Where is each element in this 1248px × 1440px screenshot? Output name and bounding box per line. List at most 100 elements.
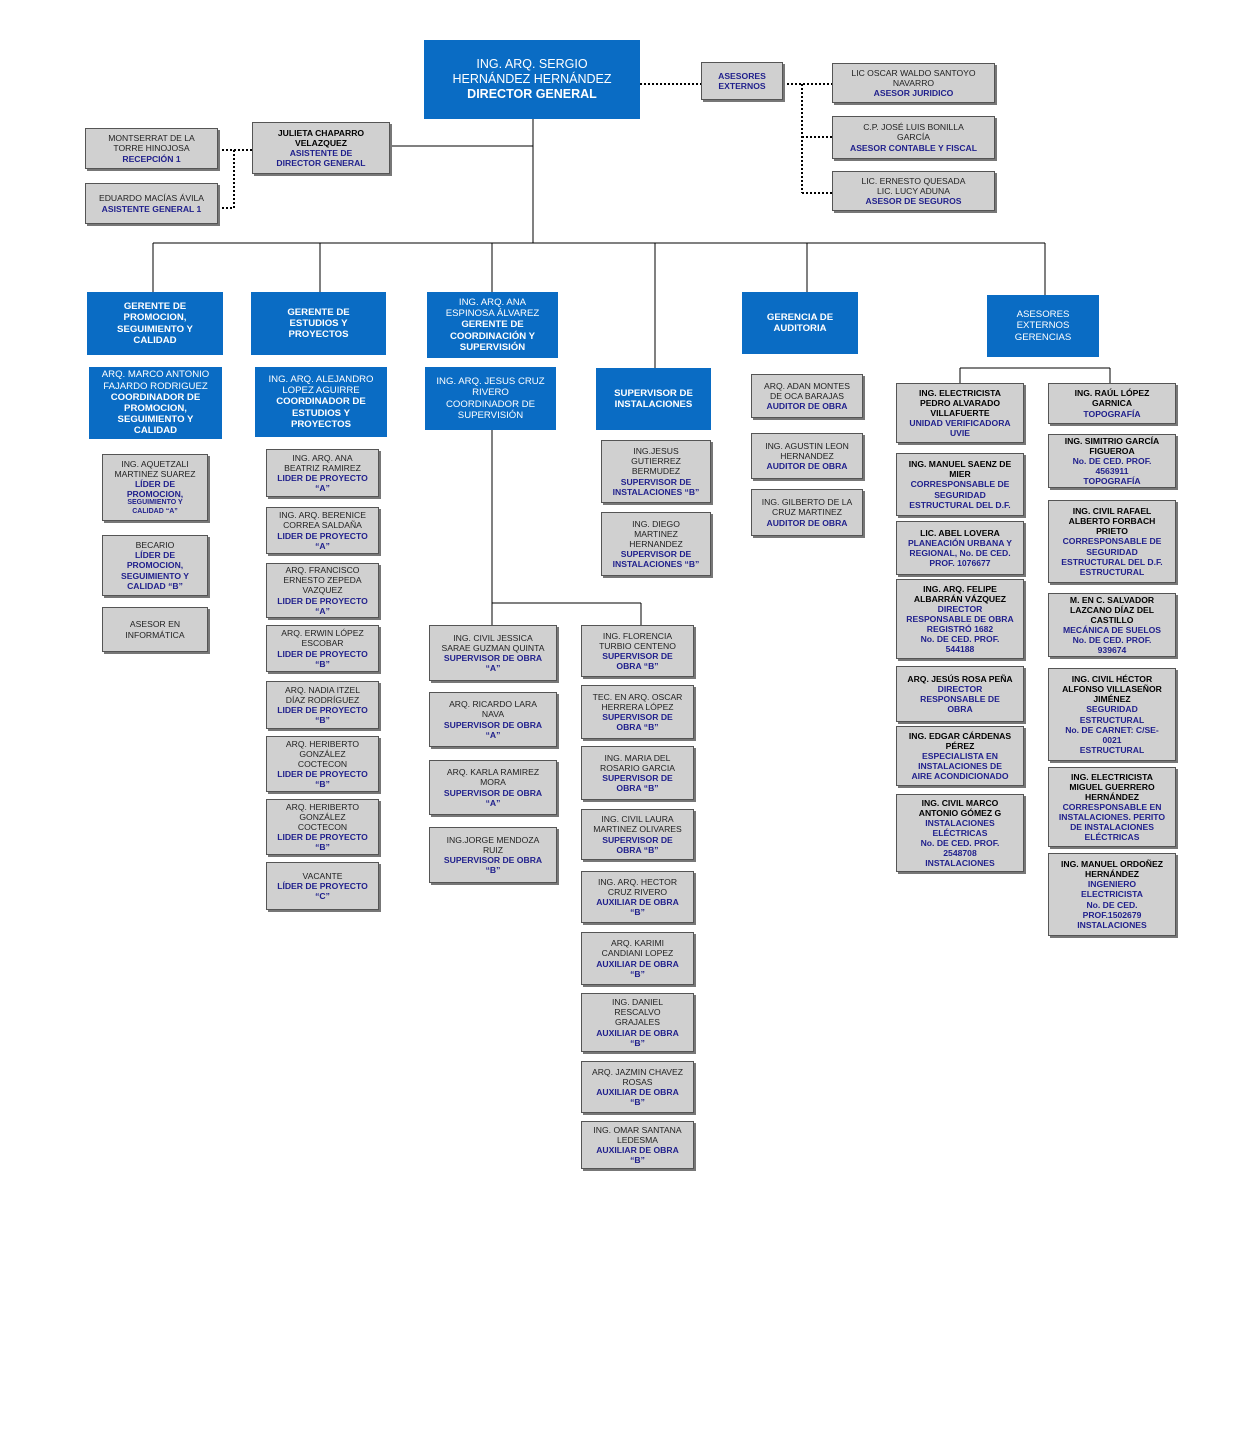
person-name: ING. CIVIL HÉCTOR [1071,674,1153,685]
person-name: LEDESMA [616,1134,659,1145]
person-name: MORA [480,777,506,788]
person-name: ALFONSO VILLASEÑOR [1062,684,1162,695]
person-role: UVIE [949,428,971,439]
person-name: MIGUEL GUERRERO [1069,781,1155,792]
person-name: ING. OMAR SANTANA [593,1124,682,1135]
person-name: HERNÁNDEZ [1085,869,1139,880]
person-role: LIDER DE PROYECTO [277,705,368,715]
col2-coord-role-3: PROYECTOS [290,418,352,430]
person-role: “B” [630,968,645,979]
person-name: ING. DANIEL [611,997,664,1008]
person-role: INSTALACIONES DE [918,761,1002,772]
person-name: ING. ELECTRICISTA [919,387,1001,398]
col3-coord-line-1: ING. ARQ. JESUS CRUZ [436,376,545,388]
person-role: OBRA “B” [616,661,659,672]
person-name: ING. MANUEL ORDOÑEZ [1060,859,1163,870]
person-role: ESTRUCTURAL [1079,714,1145,725]
legal-advisor-role: ASESOR JURIDICO [873,88,954,99]
person-name: ARQ. KARIMI [610,938,664,949]
person-name: ESCOBAR [301,638,344,649]
person-name: MARTINEZ [634,528,678,539]
col1-header-3: SEGUIMIENTO Y [117,323,193,335]
person-role: SUPERVISOR DE OBRA [443,787,543,798]
col1-it-line-1: ASESOR EN [129,619,181,630]
person-name: ING. SIMITRIO GARCÍA [1064,435,1160,446]
general-assistant-box: EDUARDO MACÍAS ÁVILA ASISTENTE GENERAL 1 [85,183,218,224]
person-role: ESPECIALISTA EN [922,750,998,761]
col1-intern-role-2: PROMOCION, [126,560,184,571]
person-role: SUPERVISOR DE [602,712,673,722]
person-role: 4563911 [1095,466,1129,477]
insurance-advisor-name-2: LIC. LUCY ADUNA [877,185,950,196]
person-role: “B” [630,1155,645,1166]
person-role: RESPONSABLE DE OBRA [906,613,1014,624]
person-name: SARAE GUZMAN QUINTA [441,642,545,653]
person-role: 0021 [1102,734,1122,745]
person-role: INSTALACIONES [925,858,995,869]
insurance-advisor-role: ASESOR DE SEGUROS [865,196,962,207]
person-name: VILLAFUERTE [930,407,990,418]
person-role: REGIONAL, No. DE CED. [909,548,1011,558]
person-role: ELÉCTRICAS [932,827,988,838]
person-name: COCTECON [297,758,348,769]
person-role: UNIDAD VERIFICADORA [909,418,1011,429]
solid-connectors [152,118,1111,625]
reception-name-2: TORRE HINOJOSA [113,143,190,154]
person-role: REGISTRÓ 1682 [926,624,994,635]
person-role: INSTALACIONES “B” [612,559,700,570]
director-name-line-2: HERNÁNDEZ HERNÁNDEZ [452,72,612,87]
person-name: ING.JORGE MENDOZA [446,834,540,845]
person-name: ARQ. ADAN MONTES [764,380,850,391]
person-name: ANTONIO GÓMEZ G [918,807,1002,818]
col1-leader-name-2: MARTINEZ SUAREZ [114,469,196,480]
person-name: GONZÁLEZ [299,748,346,759]
person-name: VAZQUEZ [302,585,343,596]
col3-header-name-2: ESPINOSA ÁLVAREZ [445,308,540,320]
person-role: SUPERVISOR DE [620,549,692,560]
person-name: CASTILLO [1090,614,1134,625]
person-role: LIDER DE PROYECTO [277,648,368,659]
insurance-advisor-name-1: LIC. ERNESTO QUESADA [861,175,966,186]
person-role: “B” [485,865,501,876]
it-advisor-box: ASESOR EN INFORMÁTICA [102,607,208,652]
person-role: OBRA “B” [616,844,659,855]
installations-supervisor-box: SUPERVISOR DE INSTALACIONES [596,368,711,430]
person-name: ING.JESUS [633,446,679,457]
col3-header-name-1: ING. ARQ. ANA [458,296,527,308]
person-name: ING. ARQ. HECTOR [597,876,678,887]
person-name: ING. RAÚL LÓPEZ [1074,388,1150,399]
person-name: TURBIO CENTENO [599,640,676,651]
col1-header-2: PROMOCION, [123,312,187,324]
col1-coord-name-2: FAJARDO RODRIGUEZ [103,380,208,392]
col1-intern-role-1: LÍDER DE [134,550,176,561]
person-role: AUDITOR DE OBRA [766,517,848,528]
person-role: “A” [315,483,330,494]
person-role: SUPERVISOR DE OBRA [443,719,543,730]
person-role: AUDITOR DE OBRA [766,461,848,472]
person-name: TEC. EN ARQ. OSCAR [592,691,683,702]
advisors-label-2: EXTERNOS [718,81,766,91]
person-role: SEGURIDAD [934,489,986,500]
person-role: DIRECTOR [937,603,983,614]
person-name: MARTINEZ OLIVARES [593,824,682,835]
assistant-role-1: ASISTENTE DE [289,148,353,158]
advisors-label-1: ASESORES [718,70,766,81]
col1-coord-name-1: ARQ. MARCO ANTONIO [101,369,210,381]
person-role: “B” [630,1037,645,1048]
person-name: ALBERTO FORBACH [1068,516,1156,527]
col3-header-role-3: SUPERVISIÓN [459,341,526,353]
person-role: LÍDER DE PROYECTO [277,880,368,891]
col2-header-1: GERENTE DE [287,306,350,318]
